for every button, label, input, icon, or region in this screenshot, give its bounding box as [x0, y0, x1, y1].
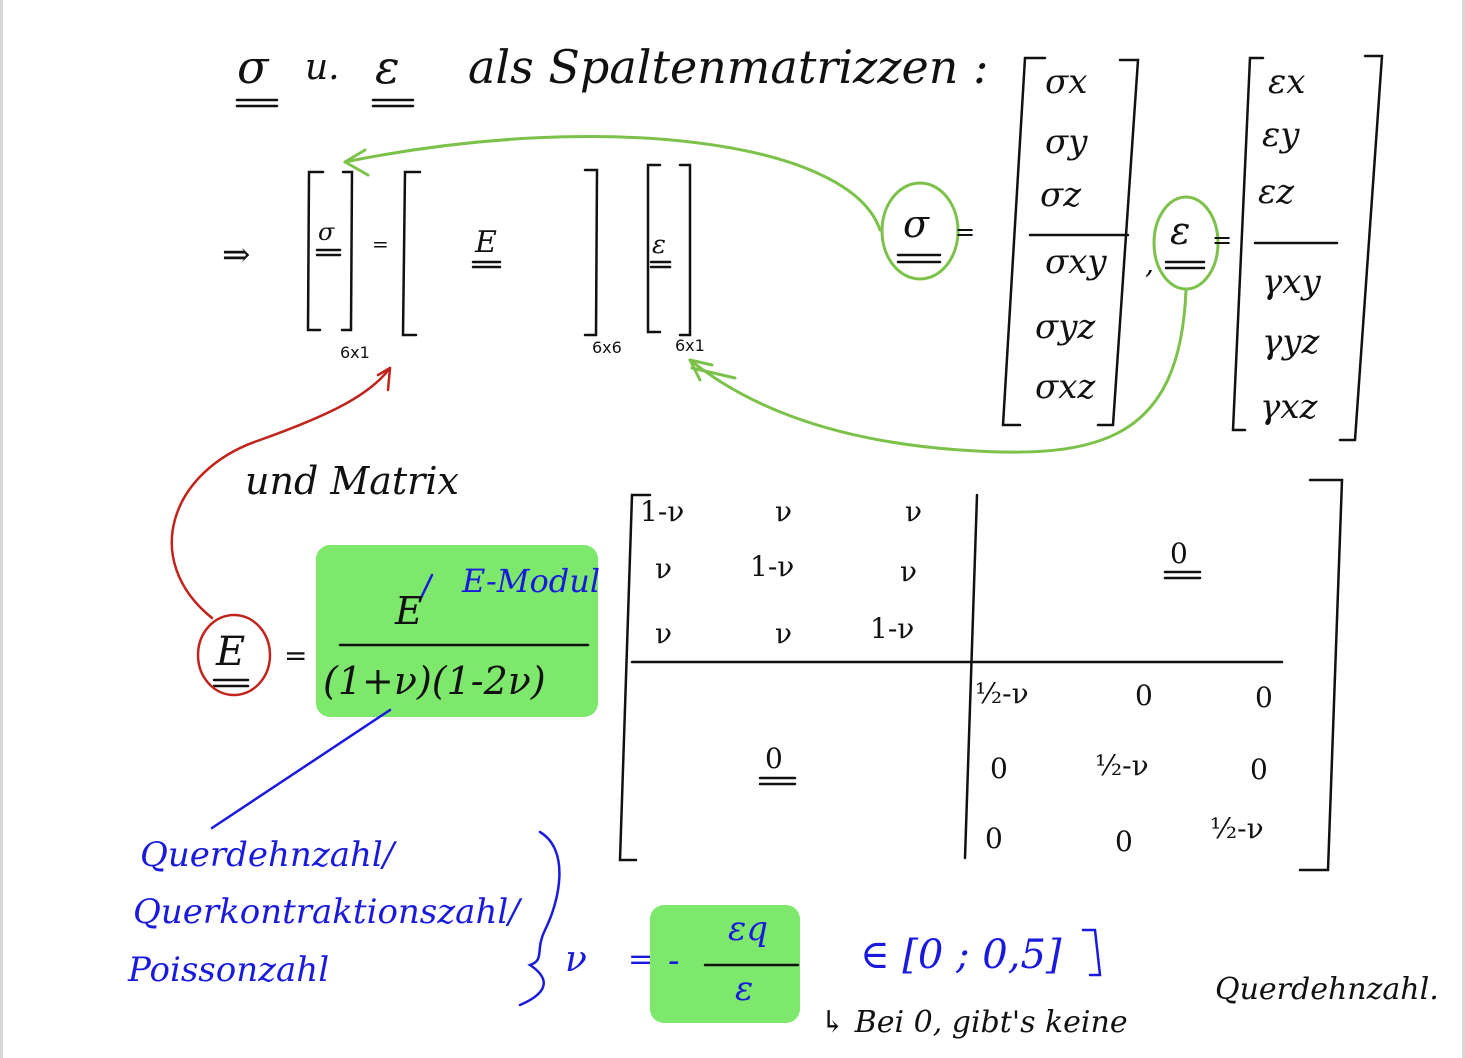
sigma-entry-xy: σxy — [1045, 242, 1107, 282]
fraction-denominator: (1+ν)(1-2ν) — [323, 659, 546, 703]
epsilon-entry-x: εx — [1268, 62, 1306, 102]
page-right-edge — [1462, 0, 1465, 1058]
equation-epsilon: ε — [652, 230, 666, 260]
poisson-equals: = — [628, 942, 654, 977]
poisson-name-3: Poissonzahl — [128, 950, 330, 990]
poisson-range: ∈ [0 ; 0,5] — [860, 932, 1062, 978]
matrix-cell-2-0: ν — [655, 617, 673, 650]
poisson-note-right: Querdehnzahl. — [1215, 972, 1439, 1007]
matrix-cell-5-4: 0 — [1115, 825, 1133, 858]
fraction-numerator-E: E — [395, 589, 423, 633]
dim-E: 6x6 — [592, 338, 622, 357]
epsilon-vector-equals: = — [1212, 226, 1233, 254]
page-left-edge — [0, 0, 3, 1058]
matrix-cell-1-1: 1-ν — [750, 550, 795, 583]
sigma-entry-yz: σyz — [1035, 307, 1096, 347]
equation-equals: = — [372, 232, 389, 256]
title-text: als Spaltenmatrizzen : — [468, 40, 989, 94]
sigma-entry-z: σz — [1040, 175, 1082, 215]
poisson-nu: ν — [565, 939, 587, 980]
matrix-cell-5-3: 0 — [985, 822, 1003, 855]
matrix-cell-0-1: ν — [775, 495, 793, 528]
epsilon-entry-z: εz — [1258, 172, 1295, 212]
sigma-vector-equals: = — [955, 218, 976, 246]
gamma-entry-yz: γyz — [1262, 322, 1320, 362]
sigma-entry-xz: σxz — [1035, 367, 1096, 407]
matrix-label: und Matrix — [245, 459, 459, 503]
vector-separator: , — [1145, 247, 1154, 280]
matrix-cell-4-5: 0 — [1250, 753, 1268, 786]
matrix-cell-2-2: 1-ν — [870, 612, 915, 645]
matrix-cell-0-2: ν — [905, 495, 923, 528]
epsilon-entry-y: εy — [1262, 115, 1300, 155]
matrix-cell-4-3: 0 — [990, 752, 1008, 785]
gamma-entry-xz: γxz — [1260, 387, 1318, 427]
matrix-cell-4-4: ½-ν — [1095, 749, 1149, 782]
matrix-zero-top-right: 0 — [1170, 537, 1188, 570]
dim-epsilon: 6x1 — [675, 336, 705, 355]
sigma-entry-y: σy — [1045, 122, 1088, 162]
matrix-cell-0-0: 1-ν — [640, 495, 685, 528]
poisson-minus: - — [668, 941, 680, 981]
implies-arrow: ⇒ — [222, 235, 251, 275]
matrix-zero-bottom-left: 0 — [765, 742, 783, 775]
poisson-name-1: Querdehnzahl/ — [140, 835, 395, 875]
E-lhs: E — [216, 629, 246, 675]
matrix-cell-3-5: 0 — [1255, 681, 1273, 714]
dim-sigma: 6x1 — [340, 343, 370, 362]
poisson-name-2: Querkontraktionszahl/ — [133, 892, 520, 932]
title-sigma: σ — [237, 40, 269, 94]
title-and: u. — [305, 47, 340, 88]
matrix-cell-1-0: ν — [655, 552, 673, 585]
matrix-cell-3-3: ½-ν — [975, 677, 1029, 710]
poisson-denominator: ε — [735, 969, 754, 1009]
epsilon-vector-lhs: ε — [1170, 209, 1191, 253]
matrix-cell-3-4: 0 — [1135, 679, 1153, 712]
matrix-cell-1-2: ν — [900, 555, 918, 588]
title-epsilon: ε — [375, 40, 400, 94]
poisson-note-below: ↳ Bei 0, gibt's keine — [820, 1005, 1128, 1040]
E-modul-annotation: E-Modul — [462, 562, 601, 600]
poisson-numerator: εq — [728, 909, 769, 949]
equation-sigma: σ — [318, 218, 335, 246]
sigma-vector-lhs: σ — [903, 202, 929, 246]
E-equals: = — [284, 639, 308, 672]
equation-E: E — [475, 225, 497, 260]
matrix-cell-2-1: ν — [775, 617, 793, 650]
sigma-entry-x: σx — [1045, 62, 1088, 102]
gamma-entry-xy: γxy — [1262, 262, 1321, 302]
matrix-cell-5-5: ½-ν — [1210, 812, 1264, 845]
highlight-fraction — [316, 545, 598, 717]
